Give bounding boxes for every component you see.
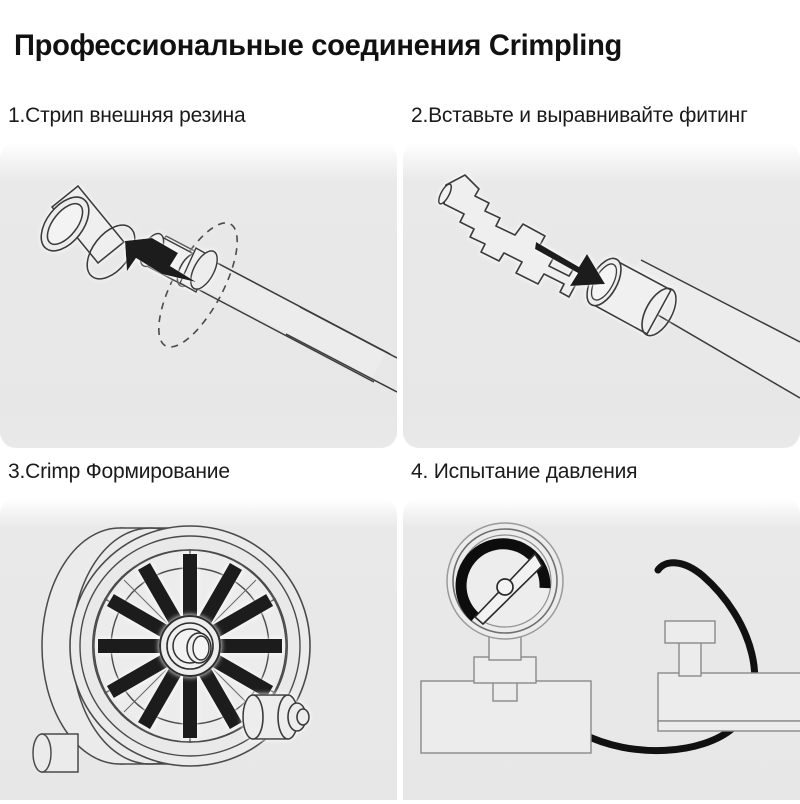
stepped-fitting (437, 174, 583, 298)
crimping-head-drawing (32, 525, 311, 773)
rubber-sleeve-cylinder (40, 184, 136, 280)
page-title: Профессиональные соединения Crimpling (14, 29, 623, 62)
step-3-illustration (0, 498, 397, 800)
pressure-test-drawing (420, 522, 800, 755)
side-knob (242, 694, 310, 740)
arrow-down-right (535, 242, 605, 286)
step-4-illustration (403, 498, 800, 800)
hose-extension (285, 306, 397, 393)
pressure-gauge (446, 522, 564, 640)
step-1-label: 1.Стрип внешняя резина (8, 104, 246, 127)
hose-ferrule (586, 257, 677, 337)
step-2-illustration (403, 142, 800, 448)
step-3-label: 3.Crimp Формирование (8, 460, 230, 483)
right-block-edge (657, 720, 800, 732)
steps-grid: 1.Стрип внешняя резина (0, 96, 800, 800)
arrow-up-left (125, 238, 196, 282)
step-2: 2.Вставьте и выравнивайте фитинг (403, 96, 800, 448)
gauge-dial-needle (473, 552, 544, 626)
right-block (657, 620, 800, 722)
step-4: 4. Испытание давления (403, 452, 800, 804)
step-1: 1.Стрип внешняя резина (0, 96, 397, 448)
fitting-insert-drawing (437, 174, 800, 399)
step-4-label: 4. Испытание давления (411, 460, 638, 483)
ferrule-lip (179, 246, 218, 294)
step-2-label: 2.Вставьте и выравнивайте фитинг (411, 104, 748, 127)
dashed-cut-ellipse (158, 222, 238, 348)
hose-strip-drawing (40, 184, 397, 393)
step-1-illustration (0, 142, 397, 448)
crimper-foot (32, 733, 79, 773)
step-3: 3.Crimp Формирование (0, 452, 397, 804)
center-ferrule-hub (159, 615, 221, 677)
